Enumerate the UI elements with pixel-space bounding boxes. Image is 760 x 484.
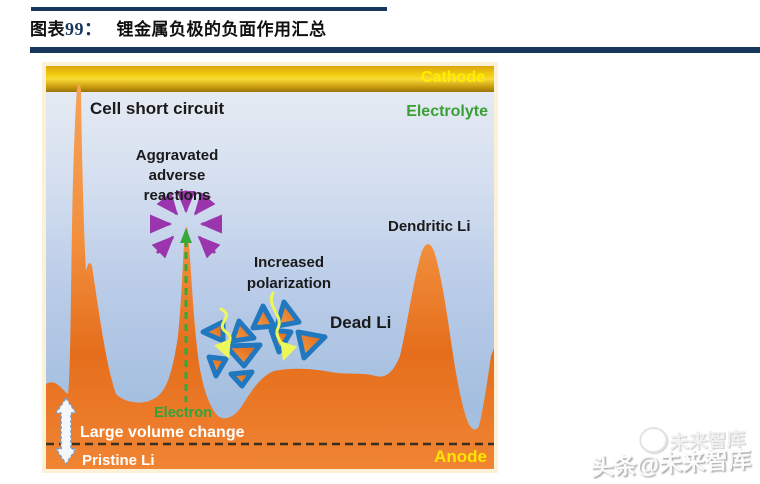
- large-volume-change-label: Large volume change: [80, 424, 245, 441]
- figure-number: 99：: [65, 19, 103, 39]
- cathode-label: Cathode: [421, 69, 485, 86]
- header-top-rule: [31, 7, 387, 11]
- electron-arrowhead: [180, 228, 192, 243]
- pristine-li-label: Pristine Li: [82, 452, 155, 469]
- dendritic-li-label: Dendritic Li: [388, 218, 471, 235]
- watermark: 未来智库 头条@未来智库: [587, 418, 760, 484]
- cell-short-circuit-label: Cell short circuit: [90, 99, 225, 118]
- dead-li-label: Dead Li: [330, 313, 392, 332]
- figure-title-text: 锂金属负极的负面作用汇总: [116, 20, 327, 39]
- anode-label: Anode: [434, 447, 487, 466]
- sei-squiggle-lines: [214, 291, 298, 361]
- aggravated-reactions-label: Aggravated adverse reactions: [135, 147, 219, 204]
- anode-surface-shape: [46, 84, 494, 469]
- electron-label: Electron: [154, 405, 213, 421]
- anode-dendrite-graphic: [46, 84, 494, 469]
- electrolyte-label: Electrolyte: [406, 103, 488, 120]
- dead-li-cluster: [200, 299, 328, 389]
- volume-change-arrow: [55, 397, 77, 465]
- increased-polarization-label: Increased polarization: [246, 254, 332, 292]
- cathode-layer: Cathode: [46, 66, 494, 92]
- reaction-arrows: [149, 190, 223, 259]
- header-bottom-rule: [30, 47, 760, 53]
- watermark-main-text: 头条@未来智库: [590, 446, 752, 481]
- figure-label: 图表: [30, 20, 65, 39]
- battery-diagram: Cathode: [42, 62, 498, 473]
- figure-title: 图表99： 锂金属负极的负面作用汇总: [30, 15, 327, 41]
